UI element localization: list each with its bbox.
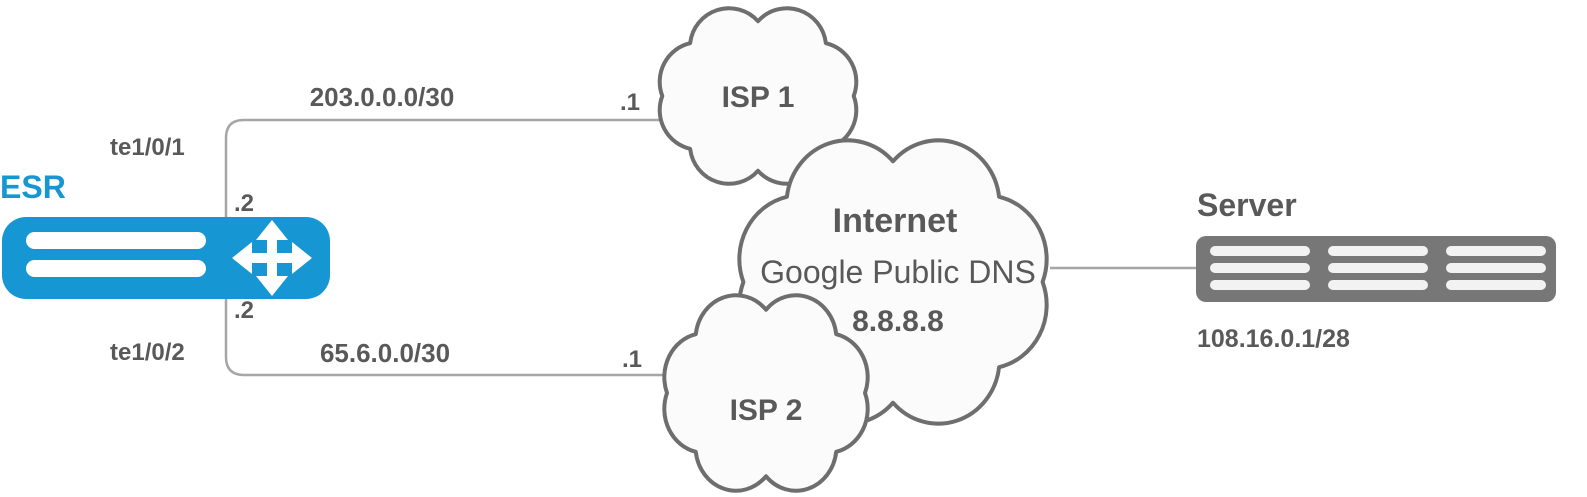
link-bottom-subnet: 65.6.0.0/30 [320, 338, 450, 368]
server [1196, 236, 1556, 302]
server-slot [1210, 280, 1310, 290]
esr-label: ESR [0, 169, 66, 205]
server-slot [1210, 246, 1310, 256]
server-slot [1328, 280, 1428, 290]
link-line-isp1 [224, 118, 662, 218]
esr-router [2, 217, 330, 299]
router-slot-bar [26, 232, 206, 249]
isp2-cloud-label: ISP 2 [730, 394, 803, 427]
interface-bottom-label: te1/0/2 [110, 339, 185, 366]
server-label: Server [1197, 187, 1297, 223]
server-slot [1328, 246, 1428, 256]
router-arrows-icon [232, 220, 312, 296]
interface-top-label: te1/0/1 [110, 134, 185, 161]
link-bottom-far-ip: .1 [622, 346, 642, 373]
isp2-cloud [664, 295, 867, 490]
server-slot [1446, 246, 1546, 256]
link-top-far-ip: .1 [620, 89, 640, 116]
server-address: 108.16.0.1/28 [1197, 325, 1350, 353]
internet-dns-ip: 8.8.8.8 [852, 305, 944, 338]
router-slot-bar [26, 260, 206, 277]
link-bottom-near-ip: .2 [234, 297, 254, 324]
server-slot [1210, 263, 1310, 273]
server-slot [1446, 263, 1546, 273]
link-top-subnet: 203.0.0.0/30 [310, 82, 455, 112]
internet-dns-subtitle: Google Public DNS [760, 254, 1036, 290]
server-slot [1446, 280, 1546, 290]
link-line-isp2 [224, 297, 668, 377]
server-slot [1328, 263, 1428, 273]
isp1-cloud-label: ISP 1 [722, 81, 795, 114]
link-top-near-ip: .2 [234, 190, 254, 217]
internet-cloud-title: Internet [833, 202, 958, 240]
